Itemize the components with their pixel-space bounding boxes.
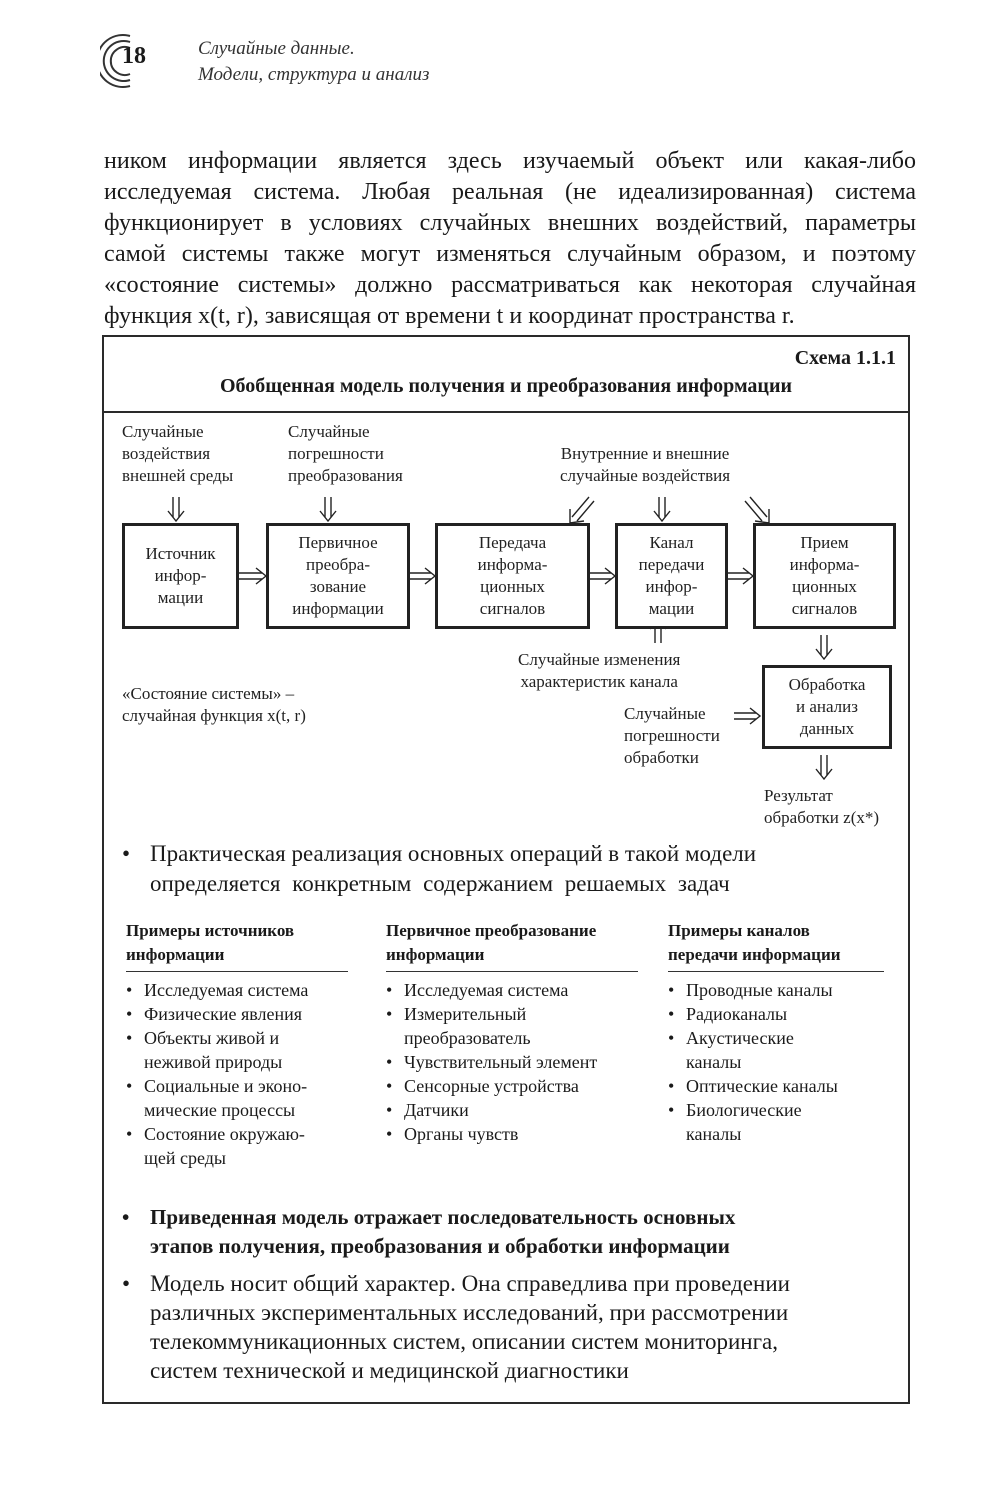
page-number: 18 (122, 43, 146, 69)
arrow-errors-process (734, 707, 762, 725)
list-item: Объекты живой и неживой природы (126, 1026, 348, 1074)
column-channels: Примеры каналов передачи информации Пров… (668, 919, 884, 1146)
page-header: 18 Случайные данные. Модели, структура и… (100, 30, 920, 100)
label-internal-external: Внутренние и внешние случайные воздейств… (560, 444, 731, 485)
list-item: Измерительный преобразователь (386, 1002, 638, 1050)
list-item: Физические явления (126, 1002, 348, 1026)
box-processing: Обработка и анализ данных (762, 665, 892, 749)
book-logo-icon (100, 34, 131, 88)
label-system-state: «Состояние системы» – случайная функция … (122, 684, 306, 725)
arrow-transmit-channel (590, 567, 617, 585)
intro-text: ником информации является здесь изучаемы… (104, 148, 916, 329)
arrow-source-primary (239, 567, 268, 585)
column-primary: Первичное преобразование информации Иссл… (386, 919, 638, 1146)
column-list: Проводные каналы Радиоканалы Акустически… (668, 978, 884, 1146)
box-source: Источник инфор- мации (122, 523, 239, 629)
label-processing-errors: Случайные погрешности обработки (624, 704, 720, 767)
label-channel-changes: Случайные изменения характеристик канала (518, 650, 681, 691)
arrow-env-down (167, 497, 185, 523)
list-item: Сенсорные устройства (386, 1074, 638, 1098)
column-list: Исследуемая система Физические явления О… (126, 978, 348, 1170)
arrow-primary-transmit (410, 567, 437, 585)
list-item: Акустические каналы (668, 1026, 884, 1074)
list-item: Социальные и эконо- мические процессы (126, 1074, 348, 1122)
column-heading: Примеры источников информации (126, 919, 348, 972)
box-channel: Канал передачи инфор- мации (615, 523, 728, 629)
flow-diagram: Случайные воздействия внешней среды Случ… (104, 413, 908, 833)
list-item: Исследуемая система (386, 978, 638, 1002)
column-heading: Примеры каналов передачи информации (668, 919, 884, 972)
list-item: Чувствительный элемент (386, 1050, 638, 1074)
intro-paragraph: ником информации является здесь изучаемы… (104, 146, 916, 332)
scheme-header: Схема 1.1.1 Обобщенная модель получения … (104, 337, 908, 413)
scheme-frame: Схема 1.1.1 Обобщенная модель получения … (102, 335, 910, 1404)
arrow-int-transmit (569, 496, 595, 524)
arrow-conv-down (319, 497, 337, 523)
label-result: Результат обработки z(x*) (764, 786, 880, 827)
arrow-int-channel (653, 497, 671, 523)
scheme-title: Обобщенная модель получения и преобразов… (219, 375, 793, 397)
column-sources: Примеры источников информации Исследуема… (126, 919, 348, 1170)
arrow-channel-receive (728, 567, 755, 585)
label-conv-errors: Случайные погрешности преобразования (288, 422, 403, 485)
list-item: Состояние окружаю- щей среды (126, 1122, 348, 1170)
book-title: Случайные данные. Модели, структура и ан… (198, 38, 430, 85)
list-item: Радиоканалы (668, 1002, 884, 1026)
list-item: Биологические каналы (668, 1098, 884, 1146)
list-item: Оптические каналы (668, 1074, 884, 1098)
box-primary-conversion: Первичное преобра- зование информации (266, 523, 410, 629)
box-transmission: Передача информа- ционных сигналов (435, 523, 590, 629)
arrow-int-receive (744, 496, 770, 524)
label-env-effects: Случайные воздействия внешней среды (122, 422, 234, 485)
list-item: Проводные каналы (668, 978, 884, 1002)
column-list: Исследуемая система Измерительный преобр… (386, 978, 638, 1146)
list-item: Датчики (386, 1098, 638, 1122)
list-item: Органы чувств (386, 1122, 638, 1146)
list-item: Исследуемая система (126, 978, 348, 1002)
arrow-receive-process (815, 635, 833, 661)
box-reception: Прием информа- ционных сигналов (753, 523, 896, 629)
column-heading: Первичное преобразование информации (386, 919, 638, 972)
scheme-number: Схема 1.1.1 (794, 347, 896, 369)
arrow-process-result (815, 755, 833, 781)
